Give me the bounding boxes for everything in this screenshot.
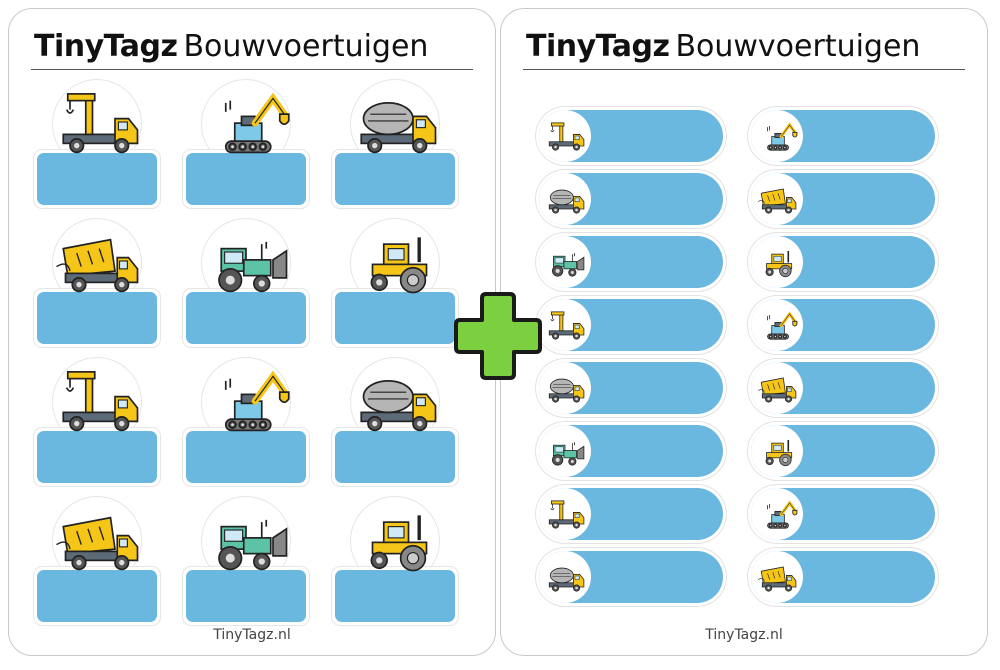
dump-truck-icon [56,516,139,571]
name-strip-label [539,299,723,351]
excavator-icon [767,500,798,529]
strip-icon-circle [539,110,591,162]
crane-truck-icon [548,122,585,151]
plus-icon [454,292,542,380]
tractor-icon [552,442,585,466]
tag-label-area [37,431,157,483]
large-name-tag [331,357,459,487]
large-name-tag [33,496,161,626]
brand-name: TinyTagz [526,29,670,64]
road-roller-icon [765,250,793,278]
tag-label-area [186,153,306,205]
name-strip-label [751,173,935,225]
name-strip-label [539,551,723,603]
name-strip-label [751,362,935,414]
road-roller-icon [370,515,428,572]
sheet-subtitle: Bouwvoertuigen [675,29,921,64]
excavator-icon [224,370,290,432]
sheet-subtitle: Bouwvoertuigen [183,29,429,64]
tractor-icon [552,253,585,277]
name-strip-label [539,425,723,477]
sheet-footer: TinyTagz.nl [213,627,291,643]
dump-truck-icon [757,377,797,403]
large-name-tag [33,79,161,209]
large-name-tag [33,218,161,348]
large-name-tag [331,218,459,348]
cement-mixer-icon [360,380,437,432]
excavator-icon [767,311,798,340]
strip-icon-circle [539,488,591,540]
tag-label-area [37,570,157,622]
tag-label-area [186,570,306,622]
crane-truck-icon [62,93,139,154]
title-divider [523,69,965,70]
name-strip-label [751,488,935,540]
sheet-footer: TinyTagz.nl [705,627,783,643]
name-strip-label [539,362,723,414]
strip-icon-circle [539,299,591,351]
tag-label-area [186,292,306,344]
cement-mixer-icon [548,378,585,403]
tag-label-area [37,153,157,205]
tractor-icon [218,519,288,571]
name-strip-label [751,299,935,351]
tag-label-area [186,431,306,483]
crane-truck-icon [548,311,585,340]
large-name-tag [182,218,310,348]
road-roller-icon [370,237,428,294]
excavator-icon [767,122,798,151]
tag-label-area [335,431,455,483]
large-name-tag [182,79,310,209]
road-roller-icon [765,439,793,467]
name-strip-label [751,551,935,603]
crane-truck-icon [548,500,585,529]
name-strip-label [539,173,723,225]
dump-truck-icon [56,238,139,293]
tag-label-area [335,292,455,344]
title-divider [31,69,473,70]
tractor-icon [218,241,288,293]
dump-truck-icon [757,566,797,592]
tag-label-area [335,153,455,205]
name-strip-label [539,488,723,540]
name-strip-label [539,110,723,162]
large-name-tag [182,496,310,626]
dump-truck-icon [757,188,797,214]
name-strip-label [751,236,935,288]
large-name-tag [33,357,161,487]
excavator-icon [224,92,290,154]
cement-mixer-icon [548,189,585,214]
crane-truck-icon [62,371,139,432]
cement-mixer-icon [360,102,437,154]
name-strip-label [751,110,935,162]
tag-label-area [37,292,157,344]
tag-label-area [335,570,455,622]
name-strip-label [751,425,935,477]
cement-mixer-icon [548,567,585,592]
name-strip-label [539,236,723,288]
large-name-tag [331,79,459,209]
brand-name: TinyTagz [34,29,178,64]
large-name-tag [182,357,310,487]
large-name-tag [331,496,459,626]
